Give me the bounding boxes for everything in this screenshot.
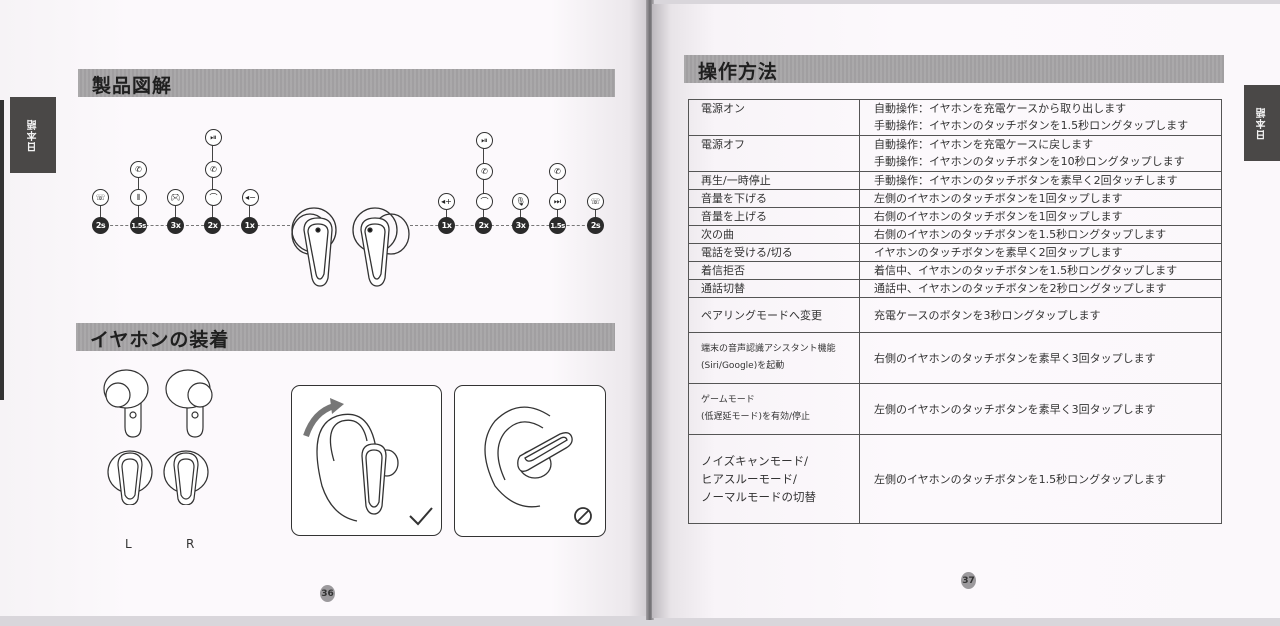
- left-page: 日本語 製品図解 ☏ 2s ✆ ⦀ 1.5s 🎮︎ 3x ⏯ ✆ ⌒ 2x ◂−…: [0, 0, 648, 616]
- earbuds-illustration: [291, 207, 410, 287]
- section-header-product-diagram: 製品図解: [78, 69, 615, 97]
- gesture-badge: 2s: [92, 217, 109, 234]
- table-row: 着信拒否着信中、イヤホンのタッチボタンを1.5秒ロングタップします: [688, 261, 1222, 280]
- section-header-wearing: イヤホンの装着: [76, 323, 615, 351]
- method-cell: 右側のイヤホンのタッチボタンを1回タップします: [859, 207, 1222, 226]
- table-row: ペアリングモードへ変更充電ケースのボタンを3秒ロングタップします: [688, 297, 1222, 333]
- language-tab-label: 日本語: [27, 118, 39, 152]
- method-cell: 通話中、イヤホンのタッチボタンを2秒ロングタップします: [859, 279, 1222, 298]
- method-cell: 右側のイヤホンのタッチボタンを素早く3回タップします: [859, 332, 1222, 384]
- method-cell: 充電ケースのボタンを3秒ロングタップします: [859, 297, 1222, 333]
- method-cell: 左側のイヤホンのタッチボタンを1.5秒ロングタップします: [859, 434, 1222, 524]
- action-cell: ペアリングモードへ変更: [688, 297, 860, 333]
- method-cell: イヤホンのタッチボタンを素早く2回タップします: [859, 243, 1222, 262]
- table-row: 次の曲右側のイヤホンのタッチボタンを1.5秒ロングタップします: [688, 225, 1222, 244]
- action-cell: ノイズキャンモード/ヒアスルーモード/ノーマルモードの切替: [688, 434, 860, 524]
- table-row: ノイズキャンモード/ヒアスルーモード/ノーマルモードの切替 左側のイヤホンのタッ…: [688, 434, 1222, 524]
- answer-hangup-icon: ⌒: [476, 193, 493, 210]
- gesture-badge: 1.5s: [549, 217, 566, 234]
- reject-call-icon: ✆: [130, 161, 147, 178]
- action-cell: 電話を受ける/切る: [688, 243, 860, 262]
- left-dash-line: [100, 225, 290, 226]
- play-pause-icon: ⏯: [476, 132, 493, 149]
- table-row: 通話切替通話中、イヤホンのタッチボタンを2秒ロングタップします: [688, 279, 1222, 298]
- section-title: 操作方法: [698, 61, 779, 83]
- game-controller-icon: 🎮︎: [167, 189, 184, 206]
- action-cell: 次の曲: [688, 225, 860, 244]
- call-icon: ✆: [476, 163, 493, 180]
- method-cell: 着信中、イヤホンのタッチボタンを1.5秒ロングタップします: [859, 261, 1222, 280]
- action-cell: ゲームモード(低遅延モード)を有効/停止: [688, 383, 860, 435]
- next-track-icon: ⏭: [549, 193, 566, 210]
- action-cell: 着信拒否: [688, 261, 860, 280]
- action-cell: 音量を上げる: [688, 207, 860, 226]
- table-row: 電話を受ける/切るイヤホンのタッチボタンを素早く2回タップします: [688, 243, 1222, 262]
- method-cell: 自動操作：イヤホンを充電ケースに戻します手動操作：イヤホンのタッチボタンを10秒…: [859, 135, 1222, 172]
- call-icon: ✆: [205, 161, 222, 178]
- answer-hangup-icon: ⌒: [205, 189, 222, 206]
- gesture-badge: 1x: [438, 217, 455, 234]
- action-cell: 電源オフ: [688, 135, 860, 172]
- language-tab-label: 日本語: [1256, 106, 1268, 140]
- page-number: 37: [961, 572, 976, 589]
- reject-call-icon: ✆: [549, 163, 566, 180]
- gesture-badge: 1x: [241, 217, 258, 234]
- gesture-badge: 1.5s: [130, 217, 147, 234]
- method-cell: 左側のイヤホンのタッチボタンを素早く3回タップします: [859, 383, 1222, 435]
- action-cell: 電源オン: [688, 99, 860, 136]
- method-cell: 左側のイヤホンのタッチボタンを1回タップします: [859, 189, 1222, 208]
- voice-call-switch-icon: ☏: [92, 189, 109, 206]
- gesture-badge: 3x: [167, 217, 184, 234]
- ear-correct-illustration: [303, 398, 433, 526]
- operation-table: 電源オン 自動操作：イヤホンを充電ケースから取り出します手動操作：イヤホンのタッ…: [688, 99, 1222, 524]
- volume-up-icon: ◂+: [438, 193, 455, 210]
- gesture-badge: 2s: [587, 217, 604, 234]
- section-header-operation: 操作方法: [684, 55, 1224, 83]
- table-row: 端末の音声認識アシスタント機能(Siri/Google)を起動 右側のイヤホンの…: [688, 332, 1222, 384]
- book-spine: [646, 0, 654, 620]
- left-earbud-label: L: [125, 537, 132, 551]
- language-tab: 日本語: [1244, 85, 1280, 161]
- method-cell: 右側のイヤホンのタッチボタンを1.5秒ロングタップします: [859, 225, 1222, 244]
- table-row: 音量を上げる右側のイヤホンのタッチボタンを1回タップします: [688, 207, 1222, 226]
- action-cell: 端末の音声認識アシスタント機能(Siri/Google)を起動: [688, 332, 860, 384]
- table-row: 電源オフ 自動操作：イヤホンを充電ケースに戻します手動操作：イヤホンのタッチボタ…: [688, 135, 1222, 172]
- correct-wearing-panel: [291, 385, 442, 536]
- table-row: 音量を下げる左側のイヤホンのタッチボタンを1回タップします: [688, 189, 1222, 208]
- incorrect-wearing-panel: [454, 385, 606, 537]
- voice-call-switch-icon: ☏: [587, 193, 604, 210]
- section-title: 製品図解: [92, 75, 173, 97]
- language-tab: 日本語: [10, 97, 56, 173]
- volume-down-icon: ◂−: [242, 189, 259, 206]
- gesture-badge: 3x: [512, 217, 529, 234]
- table-row: 電源オン 自動操作：イヤホンを充電ケースから取り出します手動操作：イヤホンのタッ…: [688, 99, 1222, 136]
- gesture-badge: 2x: [204, 217, 221, 234]
- play-pause-icon: ⏯: [205, 129, 222, 146]
- page-number: 36: [320, 585, 335, 602]
- earbuds-lr-illustration: [103, 369, 213, 505]
- ear-incorrect-illustration: [484, 406, 592, 525]
- noise-mode-icon: ⦀: [130, 189, 147, 206]
- action-cell: 再生/一時停止: [688, 171, 860, 190]
- section-title: イヤホンの装着: [90, 329, 230, 351]
- method-cell: 手動操作：イヤホンのタッチボタンを素早く2回タッチします: [859, 171, 1222, 190]
- action-cell: 音量を下げる: [688, 189, 860, 208]
- table-row: ゲームモード(低遅延モード)を有効/停止 左側のイヤホンのタッチボタンを素早く3…: [688, 383, 1222, 435]
- right-dash-line: [410, 225, 600, 226]
- page-edge: [0, 100, 4, 400]
- table-row: 再生/一時停止手動操作：イヤホンのタッチボタンを素早く2回タッチします: [688, 171, 1222, 190]
- microphone-icon: 🎙︎: [512, 193, 529, 210]
- gesture-badge: 2x: [475, 217, 492, 234]
- right-earbud-label: R: [186, 537, 195, 551]
- method-cell: 自動操作：イヤホンを充電ケースから取り出します手動操作：イヤホンのタッチボタンを…: [859, 99, 1222, 136]
- action-cell: 通話切替: [688, 279, 860, 298]
